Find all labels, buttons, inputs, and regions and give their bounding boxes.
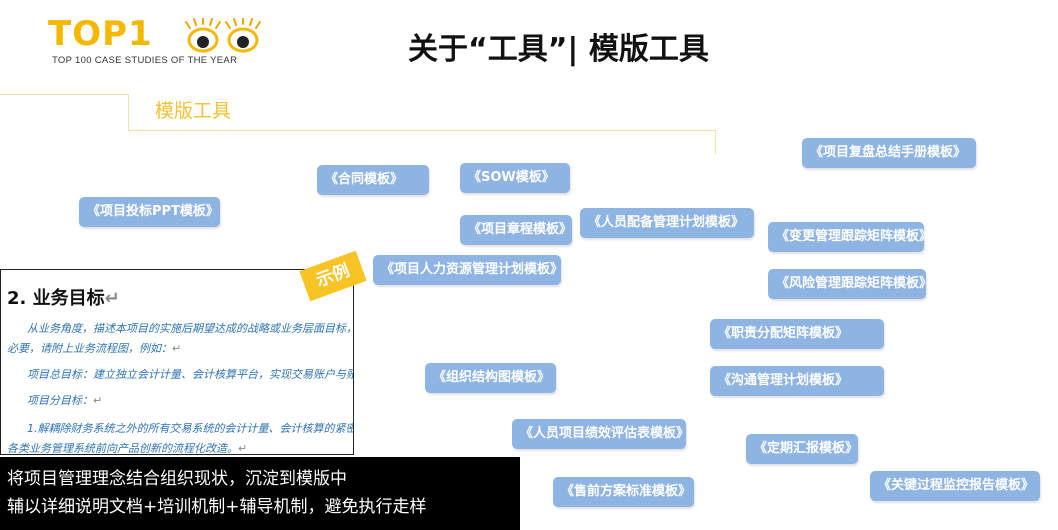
template-tag-contract[interactable]: 《合同模板》 [317,165,429,195]
doc-line-text: 项目分目标： [27,394,93,407]
caption-box: 将项目管理理念结合组织现状，沉淀到模版中 辅以详细说明文档+培训机制+辅导机制，… [0,457,520,530]
template-tag-risk-matrix[interactable]: 《风险管理跟踪矩阵模板》 [768,269,932,299]
page-title: 关于“工具”| 模版工具 [408,32,709,67]
sample-document: 2. 业务目标↵ 从业务角度，描述本项目的实施后期望达成的战略或业务层面目标， … [0,269,354,455]
doc-heading-text: 2. 业务目标 [7,288,105,309]
template-tag-change-matrix[interactable]: 《变更管理跟踪矩阵模板》 [768,222,932,252]
template-tag-project-review[interactable]: 《项目复盘总结手册模板》 [802,138,976,168]
section-title: 模版工具 [155,100,232,122]
caption-line-1: 将项目管理理念结合组织现状，沉淀到模版中 [7,469,347,489]
template-tag-charter[interactable]: 《项目章程模板》 [460,215,572,245]
template-tag-monitoring-report[interactable]: 《关键过程监控报告模板》 [870,471,1040,501]
template-tag-org-chart[interactable]: 《组织结构图模板》 [425,363,556,393]
template-tag-comm-plan[interactable]: 《沟通管理计划模板》 [710,366,884,396]
doc-line: 必要，请附上业务流程图，例如：↵ [7,340,181,356]
paragraph-mark: ↵ [238,442,248,455]
section-divider [0,94,128,95]
template-tag-sow[interactable]: 《SOW模板》 [460,163,570,193]
doc-line: 项目分目标：↵ [27,392,102,408]
caption-line-2: 辅以详细说明文档+培训机制+辅导机制，避免执行走样 [7,497,427,517]
section-divider [128,130,716,131]
doc-line: 1.解耦除财务系统之外的所有交易系统的会计计量、会计核算的紧密 [27,422,354,435]
logo-subtitle: TOP 100 CASE STUDIES OF THE YEAR [52,55,238,66]
template-tag-hr-plan[interactable]: 《项目人力资源管理计划模板》 [373,255,563,285]
doc-line-text: 必要，请附上业务流程图，例如： [7,342,172,355]
template-tag-performance[interactable]: 《人员项目绩效评估表模板》 [512,419,689,449]
paragraph-mark: ↵ [172,342,182,355]
doc-line-text: 各类业务管理系统前向产品创新的流程化改造。 [7,442,238,455]
eyes-icon [185,18,261,53]
doc-heading: 2. 业务目标↵ [7,284,120,310]
doc-line: 各类业务管理系统前向产品创新的流程化改造。↵ [7,440,248,455]
template-tag-periodic-report[interactable]: 《定期汇报模板》 [746,434,858,464]
template-tag-presales[interactable]: 《售前方案标准模板》 [553,477,694,507]
logo-wordmark: TOP1 [48,14,153,54]
paragraph-mark: ↵ [93,394,103,407]
template-tag-staffing-plan[interactable]: 《人员配备管理计划模板》 [580,208,754,238]
paragraph-mark: ↵ [104,288,120,309]
template-tag-raci-matrix[interactable]: 《职责分配矩阵模板》 [710,319,884,349]
doc-line: 从业务角度，描述本项目的实施后期望达成的战略或业务层面目标， [27,322,354,335]
section-divider [715,130,716,154]
doc-line: 项目总目标：建立独立会计计量、会计核算平台，实现交易账户与账 [27,368,354,381]
top100-logo: TOP1 TOP 100 CASE STUDIES OF THE YEAR [48,14,268,70]
template-tag-bid-ppt[interactable]: 《项目投标PPT模板》 [79,197,220,227]
section-divider [128,94,129,130]
